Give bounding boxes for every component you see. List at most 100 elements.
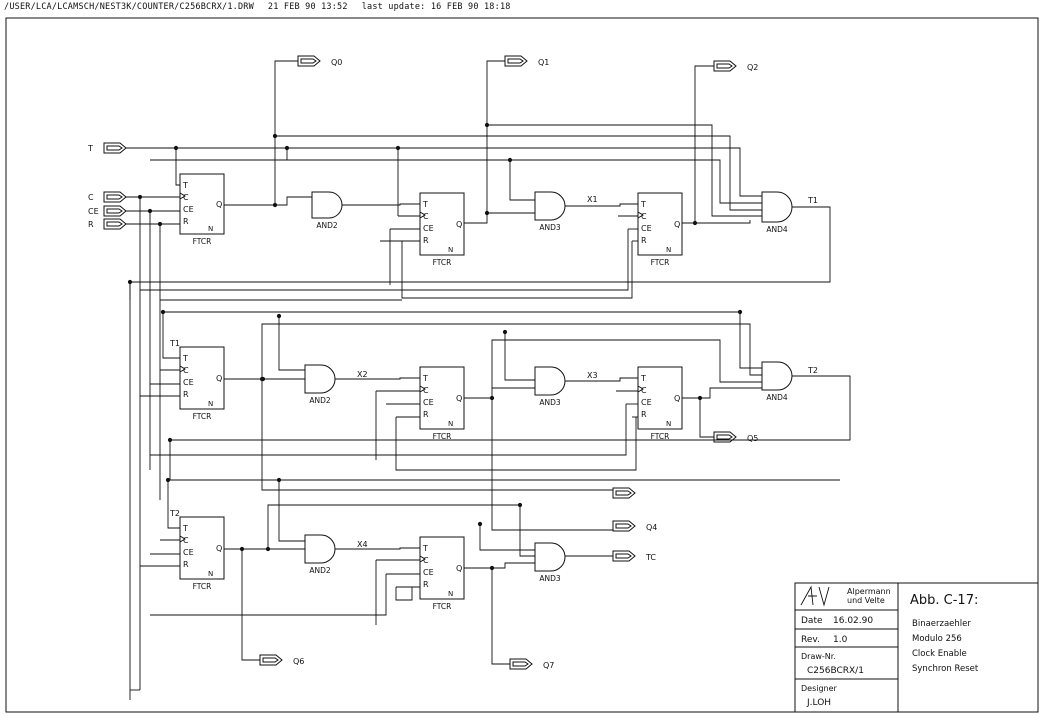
gate-label: AND4 [766, 393, 788, 402]
date-value: 16.02.90 [833, 616, 873, 626]
input-label-c: C [88, 193, 94, 202]
wire [170, 375, 851, 441]
ff-type-label: FTCR [433, 432, 452, 441]
output-q6-label: Q6 [293, 657, 304, 666]
ff-pin-r: R [423, 410, 429, 419]
gate-label: AND3 [539, 574, 561, 583]
ff-type-label: FTCR [193, 412, 212, 421]
wire [510, 159, 762, 204]
ff-n-label: N [666, 246, 671, 254]
ff-type-label: FTCR [651, 258, 670, 267]
flipflop-4 [419, 366, 465, 430]
wire [401, 241, 633, 299]
wire [275, 135, 762, 211]
ff-type-label: FTCR [193, 582, 212, 591]
wire [150, 574, 387, 616]
ff-pin-r: R [423, 580, 429, 589]
wire [169, 440, 840, 481]
ff-pin-c: C [641, 212, 647, 221]
output-q2-label: Q2 [747, 63, 758, 72]
net-x3: X3 [587, 371, 598, 380]
rev-value: 1.0 [833, 635, 848, 645]
ff-pin-t: T [422, 544, 428, 553]
junction-dot [692, 220, 698, 226]
net-t1: T1 [807, 196, 818, 205]
ff-pin-c: C [423, 212, 429, 221]
gate-label: AND2 [309, 566, 331, 575]
output-q7-pad [509, 658, 533, 670]
wire [278, 316, 305, 371]
ff-pin-r: R [641, 236, 647, 245]
ff-n-label: N [448, 420, 453, 428]
wire [395, 587, 413, 601]
wire [224, 196, 312, 206]
wire [224, 323, 762, 380]
junction-dot [276, 477, 282, 483]
wire [129, 206, 831, 700]
input-t-pad [103, 142, 127, 154]
wire [700, 387, 762, 399]
ff-pin-t: T [422, 200, 428, 209]
output-unlabeled-pad [612, 487, 636, 499]
wire [464, 567, 510, 665]
ff-pin-c: C [183, 193, 189, 202]
output-q0-pad [297, 55, 321, 67]
junction-dot [173, 145, 179, 151]
draw-nr-label: Draw-Nr. [801, 652, 836, 661]
flipflop-6 [179, 516, 225, 580]
input-label-t: T [87, 144, 93, 153]
and3-gate-3 [534, 542, 566, 572]
net-x1: X1 [587, 195, 598, 204]
ff-t-net-label: T1 [169, 339, 180, 348]
ff-q-label: Q [216, 374, 222, 383]
rev-label: Rev. [801, 635, 820, 645]
ff-q-label: Q [216, 200, 222, 209]
output-q1-pad [504, 55, 528, 67]
ff-pin-t: T [182, 524, 188, 533]
wire [682, 397, 714, 438]
ff-q-label: Q [216, 544, 222, 553]
junction-dot [272, 133, 278, 139]
ff-type-label: FTCR [433, 258, 452, 267]
ff-pin-ce: CE [183, 205, 194, 214]
description-1: Binaerzaehler [912, 619, 971, 629]
ff-pin-ce: CE [641, 398, 652, 407]
ff-pin-ce: CE [423, 568, 434, 577]
output-q1-label: Q1 [538, 58, 549, 67]
output-q5-pad [713, 431, 737, 443]
junction-dot [697, 395, 703, 401]
company-name-2: und Velte [847, 596, 885, 605]
sheet-border [5, 17, 1039, 713]
description-2: Modulo 256 [912, 634, 962, 644]
junction-dot [517, 502, 523, 508]
output-q6-pad [259, 654, 283, 666]
ff-pin-ce: CE [641, 224, 652, 233]
wire [167, 480, 180, 529]
output-q2-pad [713, 60, 737, 72]
date-label: Date [801, 616, 823, 626]
junction-dot [239, 546, 245, 552]
junction-dot [737, 309, 743, 315]
net-x4: X4 [357, 540, 368, 549]
wire [163, 311, 762, 369]
description-4: Synchron Reset [912, 664, 979, 674]
ff-pin-ce: CE [183, 378, 194, 387]
ff-q-label: Q [456, 220, 462, 229]
wire [565, 377, 638, 382]
flipflop-2 [637, 192, 683, 256]
junction-dot [276, 313, 282, 319]
and3-gate-2 [534, 366, 566, 396]
ff-pin-ce: CE [423, 224, 434, 233]
gate-label: AND4 [766, 225, 788, 234]
gate-label: AND2 [309, 396, 331, 405]
file-path: /USER/LCA/LCAMSCH/NEST3K/COUNTER/C256BCR… [4, 2, 254, 12]
wire [335, 547, 420, 550]
ff-pin-r: R [183, 217, 189, 226]
junction-dot [160, 309, 166, 315]
ff-pin-t: T [182, 354, 188, 363]
input-ce-pad [103, 205, 127, 217]
ff-pin-c: C [423, 556, 429, 565]
junction-dot [259, 376, 265, 382]
input-label-r: R [88, 220, 94, 229]
